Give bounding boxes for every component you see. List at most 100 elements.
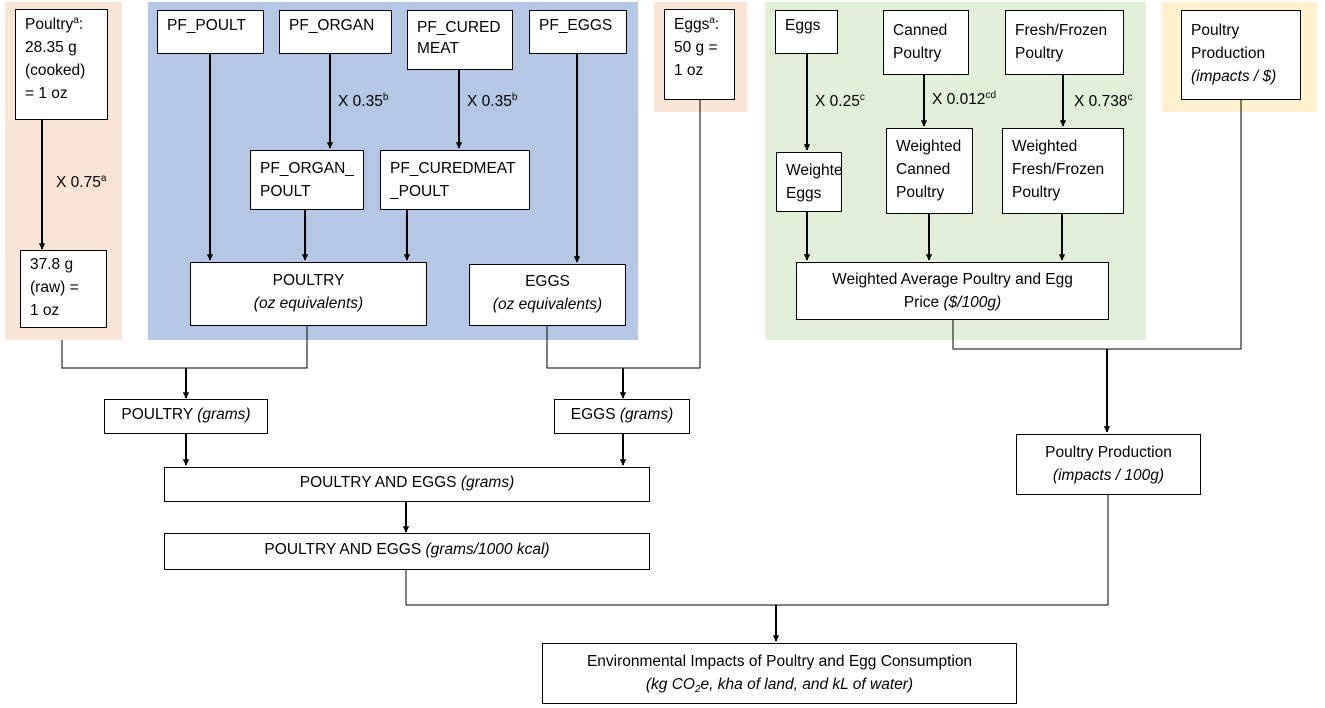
pf-organ-poult-box: PF_ORGAN_ POULT (250, 150, 364, 210)
production-title-2: Production (1191, 45, 1266, 62)
weighted-fresh-line-1: Weighted (1012, 138, 1078, 155)
pf-cured-factor-sup: b (511, 92, 518, 103)
price-eggs-box: Eggs (775, 10, 838, 54)
poultry-production-100g-box: Poultry Production (impacts / 100g) (1016, 434, 1201, 495)
pf-curedmeat-poult-box: PF_CUREDMEAT _POULT (380, 150, 530, 210)
final-units-pre: (kg CO (645, 676, 695, 693)
weighted-average-price-box: Weighted Average Poultry and Egg Price (… (796, 262, 1109, 320)
poultry-eggs-grams-box: POULTRY AND EGGS (grams) (164, 467, 650, 502)
pf-poult-box: PF_POULT (157, 10, 264, 54)
final-title: Environmental Impacts of Poultry and Egg… (586, 653, 973, 670)
pf-eggs-box: PF_EGGS (529, 10, 627, 54)
poultry-raw-factor: X 0.75a (56, 173, 106, 193)
poultry-raw-line-1: 37.8 g (30, 256, 74, 273)
pf-organ-poult-line-2: POULT (260, 183, 311, 200)
poultry-cooked-line-1: : 28.35 g (25, 16, 84, 56)
poultry-eggs-grams-units: (grams) (460, 474, 515, 491)
pf-cured-line-2: MEAT (417, 40, 459, 57)
weighted-eggs-box: Weighted Eggs (776, 152, 842, 212)
final-units-sub: 2 (694, 684, 701, 695)
poultry-label-sup: a (73, 15, 79, 26)
final-units: (kg CO2e, kha of land, and kL of water) (645, 676, 914, 695)
pf-organ-box: PF_ORGAN (279, 10, 392, 54)
canned-weight-factor-sup: cd (985, 90, 996, 101)
poultry-raw-line-3: 1 oz (30, 302, 60, 319)
weighted-fresh-box: Weighted Fresh/Frozen Poultry (1002, 128, 1124, 214)
eggs-grams-title: EGGS (570, 406, 616, 423)
avg-price-title-2: Price (903, 294, 940, 311)
poultry-label: Poultry (25, 16, 74, 33)
poultry-grams-units: (grams) (197, 406, 251, 423)
avg-price-title: Weighted Average Poultry and Egg (832, 271, 1073, 288)
weighted-canned-line-1: Weighted (896, 138, 962, 155)
eggs-conversion-sup: a (709, 15, 715, 26)
poultry-raw-factor-text: X 0.75 (56, 174, 101, 191)
canned-poultry-box: Canned Poultry (883, 10, 969, 75)
poultry-cooked-line-2: (cooked) (25, 62, 86, 79)
pf-cured-factor: X 0.35b (467, 92, 517, 112)
price-eggs-label: Eggs (785, 17, 821, 34)
weighted-canned-box: Weighted Canned Poultry (886, 128, 973, 214)
fresh-frozen-poultry-box: Fresh/Frozen Poultry (1005, 10, 1124, 75)
poultry-raw-conversion-box: 37.8 g (raw) = 1 oz (20, 250, 107, 328)
weighted-eggs-line-2: Eggs (786, 185, 822, 202)
fresh-weight-factor: X 0.738c (1074, 92, 1132, 112)
canned-weight-factor: X 0.012cd (932, 90, 996, 110)
poultry-cooked-line-3: = 1 oz (25, 85, 68, 102)
pf-organ-factor: X 0.35b (338, 92, 388, 112)
weighted-eggs-line-1: Weighted (786, 162, 842, 179)
eggs-grams-units: (grams) (619, 406, 674, 423)
pf-eggs-label: PF_EGGS (539, 17, 613, 34)
fresh-frozen-line-2: Poultry (1015, 45, 1064, 62)
poultry-oz-title: POULTRY (272, 272, 345, 289)
pf-curedmeat-poult-line-2: _POULT (390, 183, 450, 200)
eggs-oz-title: EGGS (525, 273, 570, 290)
pf-organ-poult-line-1: PF_ORGAN_ (260, 160, 354, 177)
avg-price-units: ($/100g) (943, 294, 1002, 311)
pf-poult-label: PF_POULT (167, 17, 246, 34)
weighted-canned-line-2: Canned (896, 161, 951, 178)
weighted-fresh-line-3: Poultry (1012, 184, 1061, 201)
production-100g-units: (impacts / 100g) (1052, 467, 1165, 484)
eggs-conversion-line-2: 50 g = (674, 39, 718, 56)
eggs-conversion-label: Eggs (674, 16, 710, 33)
poultry-production-box: Poultry Production (impacts / $) (1181, 10, 1301, 100)
eggs-conversion-line-1: : (714, 16, 720, 33)
poultry-raw-line-2: (raw) = (30, 279, 79, 296)
pf-cured-line-1: PF_CURED (417, 19, 501, 36)
fresh-weight-factor-text: X 0.738 (1074, 93, 1128, 110)
poultry-eggs-kcal-units: (grams/1000 kcal) (425, 541, 550, 558)
poultry-oz-box: POULTRY (oz equivalents) (190, 262, 427, 326)
fresh-frozen-line-1: Fresh/Frozen (1015, 22, 1108, 39)
pf-cured-factor-text: X 0.35 (467, 93, 512, 110)
canned-poultry-line-2: Poultry (893, 45, 942, 62)
eggs-conversion-box: Eggsa: 50 g = 1 oz (664, 9, 735, 100)
eggs-weight-factor-sup: c (859, 92, 865, 103)
eggs-conversion-line-3: 1 oz (674, 62, 704, 79)
environmental-impacts-box: Environmental Impacts of Poultry and Egg… (542, 643, 1017, 704)
weighted-canned-line-3: Poultry (896, 184, 945, 201)
weighted-fresh-line-2: Fresh/Frozen (1012, 161, 1105, 178)
production-100g-title: Poultry Production (1045, 444, 1172, 461)
eggs-weight-factor: X 0.25c (815, 92, 865, 112)
poultry-cooked-conversion-box: Poultrya: 28.35 g (cooked) = 1 oz (15, 9, 108, 120)
poultry-eggs-per-kcal-box: POULTRY AND EGGS (grams/1000 kcal) (164, 533, 650, 570)
eggs-oz-box: EGGS (oz equivalents) (469, 264, 626, 326)
poultry-raw-factor-sup: a (100, 173, 107, 184)
poultry-oz-units: (oz equivalents) (253, 295, 364, 312)
eggs-grams-box: EGGS (grams) (554, 399, 690, 434)
pf-curedmeat-poult-line-1: PF_CUREDMEAT (390, 160, 516, 177)
pf-organ-factor-sup: b (382, 92, 389, 103)
production-title: Poultry (1191, 22, 1240, 39)
poultry-grams-box: POULTRY (grams) (104, 399, 268, 434)
final-units-post: e, kha of land, and kL of water) (700, 676, 914, 693)
production-units: (impacts / $) (1191, 68, 1277, 85)
poultry-grams-title: POULTRY (121, 406, 193, 423)
canned-poultry-line-1: Canned (893, 22, 948, 39)
eggs-oz-units: (oz equivalents) (492, 296, 603, 313)
pf-curedmeat-box: PF_CURED MEAT (407, 10, 513, 70)
eggs-weight-factor-text: X 0.25 (815, 93, 860, 110)
pf-organ-factor-text: X 0.35 (338, 93, 383, 110)
poultry-eggs-grams-title: POULTRY AND EGGS (299, 474, 457, 491)
